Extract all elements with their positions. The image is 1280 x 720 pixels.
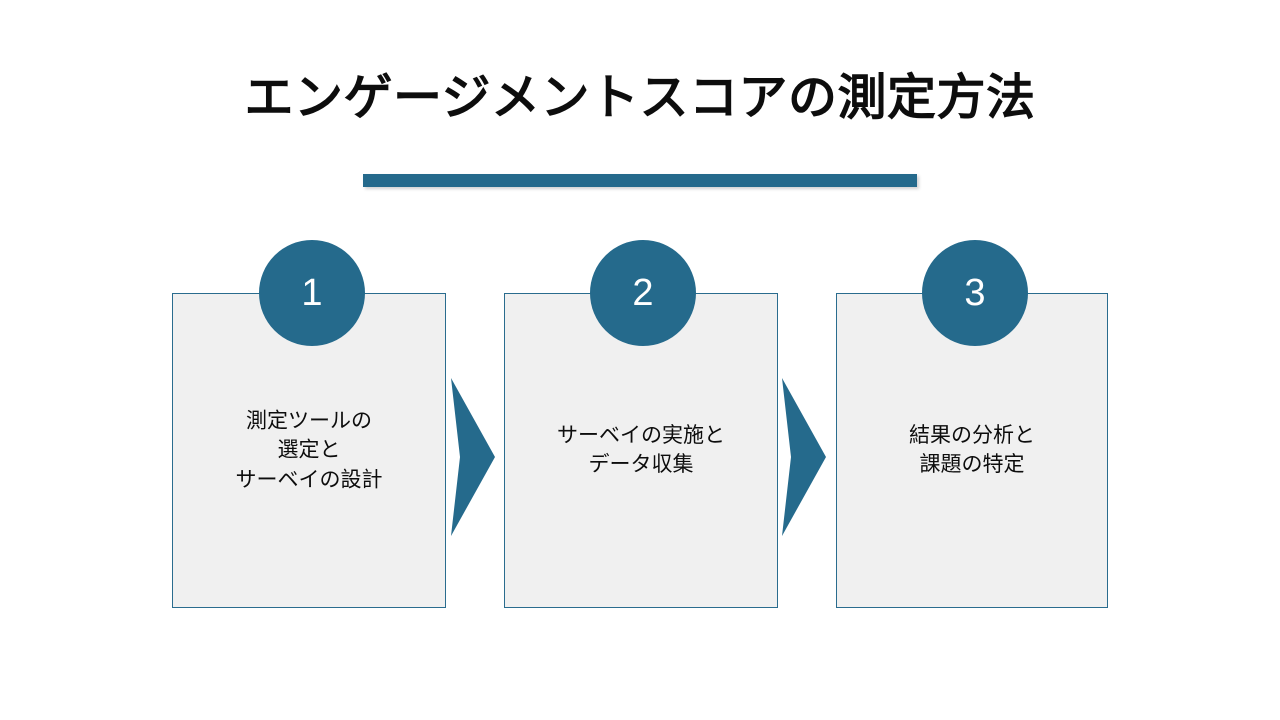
step-number-3: 3 <box>964 272 986 314</box>
step-number-circle-1[interactable]: 1 <box>259 240 365 346</box>
step-box-1-text: 測定ツールの 選定と サーベイの設計 <box>173 406 445 495</box>
step-box-1-line-3: サーベイの設計 <box>235 468 383 492</box>
step-box-2-line-1: サーベイの実施と <box>557 423 725 447</box>
step-box-3-line-1: 結果の分析と <box>909 423 1035 447</box>
step-box-2-text: サーベイの実施と データ収集 <box>505 421 777 481</box>
chevron-right-icon <box>778 378 830 536</box>
page-title: エンゲージメントスコアの測定方法 <box>244 71 1036 125</box>
step-box-2-line-2: データ収集 <box>588 453 694 477</box>
step-box-1-line-2: 選定と <box>277 438 341 462</box>
step-number-1: 1 <box>301 272 323 314</box>
step-box-1-line-1: 測定ツールの <box>246 408 372 432</box>
title-accent-bar <box>363 174 917 187</box>
step-box-3-line-2: 課題の特定 <box>919 453 1025 477</box>
chevron-right-icon <box>447 378 499 536</box>
step-number-2: 2 <box>632 272 654 314</box>
step-number-circle-3[interactable]: 3 <box>922 240 1028 346</box>
step-number-circle-2[interactable]: 2 <box>590 240 696 346</box>
step-box-3-text: 結果の分析と 課題の特定 <box>837 421 1107 481</box>
